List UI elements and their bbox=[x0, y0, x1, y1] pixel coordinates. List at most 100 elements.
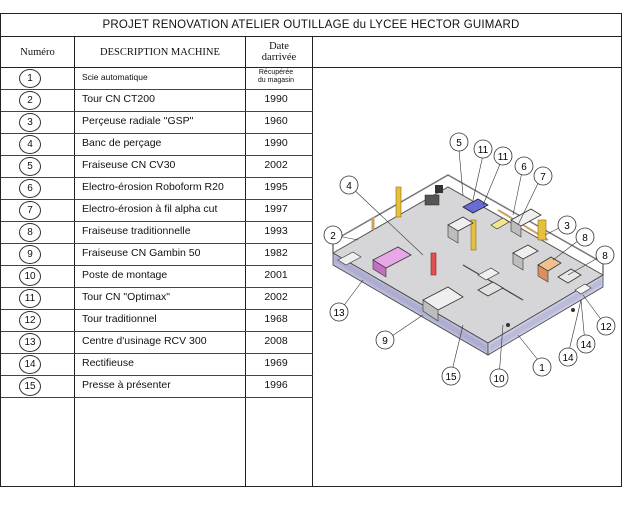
row-date: 1997 bbox=[264, 203, 288, 215]
plan-machine bbox=[490, 217, 510, 230]
svg-text:4: 4 bbox=[346, 181, 352, 192]
row-number-circle: 13 bbox=[19, 333, 41, 352]
svg-text:9: 9 bbox=[382, 336, 388, 347]
plan-window-band bbox=[490, 279, 601, 351]
callout-circle: 6 bbox=[514, 156, 534, 176]
plan-machine bbox=[510, 219, 522, 238]
plan-workbench bbox=[435, 185, 443, 193]
row-description: Scie automatique bbox=[82, 72, 148, 82]
header-date-line2: darrivée bbox=[261, 52, 297, 63]
row-divider bbox=[1, 155, 313, 156]
header-description: DESCRIPTION MACHINE bbox=[75, 37, 245, 67]
row-divider bbox=[1, 353, 313, 354]
callout-circle: 12 bbox=[596, 316, 616, 336]
row-date: 1969 bbox=[264, 357, 288, 369]
table-row: 6 Electro-érosion Roboform R20 1995 bbox=[1, 178, 313, 199]
row-number-circle: 1 bbox=[19, 69, 41, 88]
callout-circle: 7 bbox=[533, 166, 553, 186]
row-number-circle: 10 bbox=[19, 267, 41, 286]
row-number-circle: 5 bbox=[19, 157, 41, 176]
row-divider bbox=[1, 111, 313, 112]
plan-pillar bbox=[470, 219, 477, 251]
svg-text:8: 8 bbox=[582, 233, 588, 244]
column-divider bbox=[312, 37, 313, 487]
plan-machine bbox=[462, 198, 489, 214]
svg-text:14: 14 bbox=[580, 340, 592, 351]
svg-text:6: 6 bbox=[521, 162, 527, 173]
plan-pillar bbox=[395, 186, 402, 218]
plan-item bbox=[506, 323, 510, 327]
row-description: Tour traditionnel bbox=[82, 313, 157, 325]
table-row: 11 Tour CN "Optimax" 2002 bbox=[1, 288, 313, 309]
row-date: 1990 bbox=[264, 137, 288, 149]
row-description: Perçeuse radiale "GSP" bbox=[82, 115, 194, 127]
svg-text:10: 10 bbox=[493, 374, 505, 385]
row-description: Tour CN "Optimax" bbox=[82, 291, 170, 303]
row-description: Poste de montage bbox=[82, 269, 168, 281]
row-number-circle: 8 bbox=[19, 223, 41, 242]
plan-item bbox=[571, 308, 575, 312]
plan-machine bbox=[512, 252, 524, 271]
plan-machine bbox=[337, 251, 362, 266]
row-divider bbox=[1, 221, 313, 222]
row-description: Tour CN CT200 bbox=[82, 93, 155, 105]
row-date: 1996 bbox=[264, 379, 288, 391]
callout-circle: 5 bbox=[449, 132, 469, 152]
plan-machine bbox=[477, 267, 500, 281]
row-divider bbox=[1, 199, 313, 200]
plan-machine bbox=[372, 259, 387, 278]
row-date: 2002 bbox=[264, 291, 288, 303]
row-divider bbox=[1, 89, 313, 90]
header-description-label: DESCRIPTION MACHINE bbox=[100, 46, 220, 58]
svg-text:11: 11 bbox=[478, 145, 489, 156]
table-row: 15 Presse à présenter 1996 bbox=[1, 376, 313, 397]
row-number-circle: 3 bbox=[19, 113, 41, 132]
row-date: 1995 bbox=[264, 181, 288, 193]
header-numero: Numéro bbox=[1, 37, 74, 67]
table-row: 14 Rectifieuse 1969 bbox=[1, 354, 313, 375]
plan-machine bbox=[477, 281, 504, 297]
row-number-circle: 2 bbox=[19, 91, 41, 110]
table-row: 4 Banc de perçage 1990 bbox=[1, 134, 313, 155]
row-date: 1990 bbox=[264, 93, 288, 105]
row-description: Fraiseuse CN CV30 bbox=[82, 159, 176, 171]
plan-machine bbox=[574, 283, 592, 295]
row-divider bbox=[1, 243, 313, 244]
plan-machine bbox=[557, 268, 582, 284]
row-description: Electro-érosion Roboform R20 bbox=[82, 181, 224, 193]
row-divider bbox=[1, 309, 313, 310]
svg-text:3: 3 bbox=[564, 221, 570, 232]
row-divider bbox=[1, 265, 313, 266]
plan-machine bbox=[537, 264, 549, 283]
header-date: Date darrivée bbox=[246, 37, 312, 67]
row-date: 2002 bbox=[264, 159, 288, 171]
plan-workbench bbox=[424, 194, 440, 206]
callout-circle: 9 bbox=[375, 330, 395, 350]
row-divider bbox=[1, 331, 313, 332]
table-row: 12 Tour traditionnel 1968 bbox=[1, 310, 313, 331]
callout-circle: 14 bbox=[558, 347, 578, 367]
row-description: Rectifieuse bbox=[82, 357, 134, 369]
row-number-circle: 7 bbox=[19, 201, 41, 220]
svg-text:14: 14 bbox=[562, 353, 574, 364]
plan-wall-back bbox=[332, 174, 604, 275]
callout-circle: 8 bbox=[575, 227, 595, 247]
row-number-circle: 6 bbox=[19, 179, 41, 198]
svg-text:1: 1 bbox=[539, 363, 545, 374]
callout-circle: 3 bbox=[557, 215, 577, 235]
callout-circle: 14 bbox=[576, 334, 596, 354]
column-divider bbox=[74, 37, 75, 487]
header-divider bbox=[1, 67, 621, 68]
plan-machine bbox=[447, 224, 459, 244]
row-number-circle: 15 bbox=[19, 377, 41, 396]
plan-callouts: 5 11 11 6 7 4 3 8 2 8 13 12 9 14 14 15 1… bbox=[323, 132, 616, 388]
table-row: 3 Perçeuse radiale "GSP" 1960 bbox=[1, 112, 313, 133]
svg-text:2: 2 bbox=[330, 231, 336, 242]
table-row: 7 Electro-érosion à fil alpha cut 1997 bbox=[1, 200, 313, 221]
row-description: Presse à présenter bbox=[82, 379, 171, 391]
svg-text:8: 8 bbox=[602, 251, 608, 262]
row-number-circle: 14 bbox=[19, 355, 41, 374]
row-number-circle: 9 bbox=[19, 245, 41, 264]
row-description: Centre d'usinage RCV 300 bbox=[82, 335, 207, 347]
row-divider bbox=[1, 397, 313, 398]
